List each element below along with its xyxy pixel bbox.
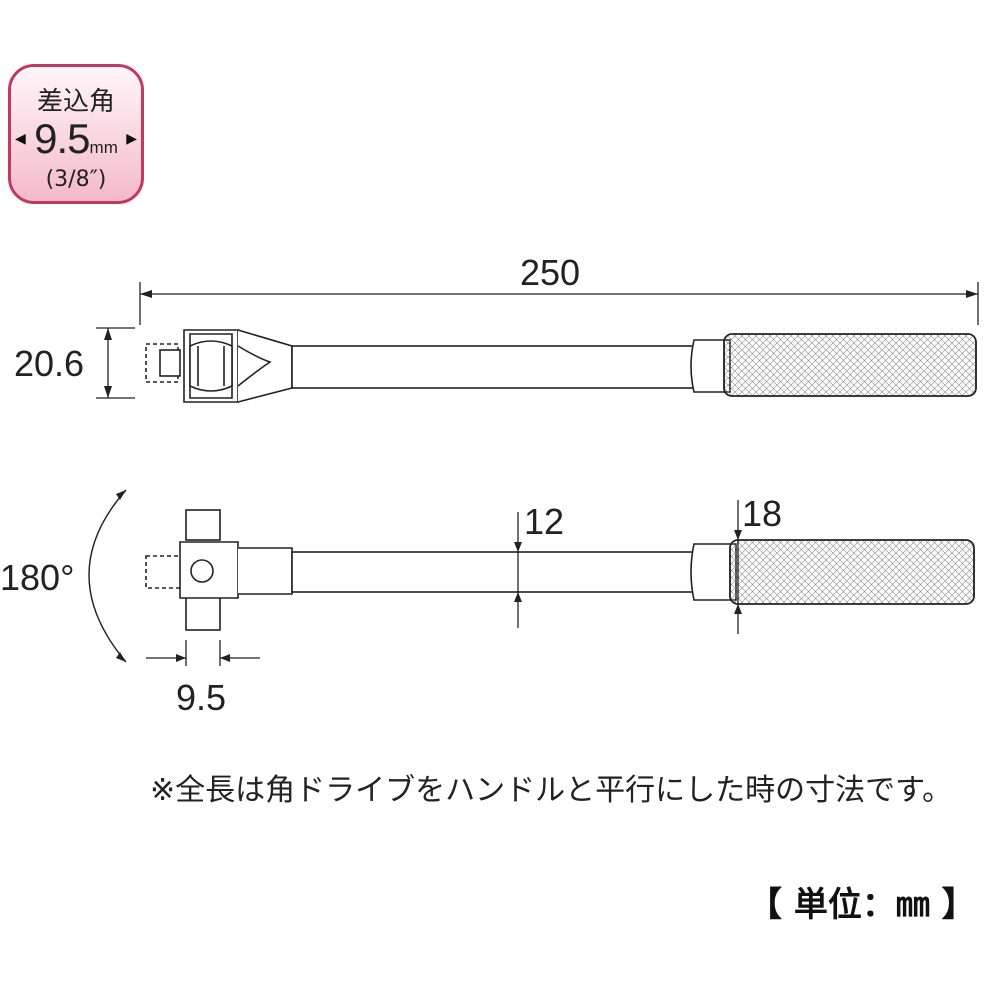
- left-arrow-icon: ◀: [15, 131, 26, 147]
- badge-title: 差込角: [36, 87, 115, 117]
- drive-size-badge: 差込角 ◀ 9.5mm ▶ (3/8″): [8, 64, 144, 204]
- badge-value-unit: mm: [89, 138, 118, 157]
- badge-value: 9.5mm: [11, 115, 141, 163]
- head-height-label: 20.6: [14, 343, 85, 384]
- drive-width-label: 9.5: [176, 677, 227, 718]
- height-dimension-line: [96, 327, 135, 399]
- wrench-top-view: [145, 329, 977, 403]
- wrench-side-view: [145, 509, 975, 631]
- grip-diameter-label: 18: [742, 493, 783, 534]
- badge-value-number: 9.5: [34, 115, 90, 162]
- unit-label: 【 単位：㎜ 】: [748, 885, 976, 925]
- shaft-diameter-label: 12: [524, 501, 565, 542]
- drive-dimension-line: [146, 640, 260, 666]
- right-arrow-icon: ▶: [126, 131, 137, 147]
- rotation-arc: [88, 489, 127, 663]
- length-dimension-line: [139, 282, 979, 325]
- overall-length-label: 250: [520, 252, 581, 293]
- swivel-angle-label: 180°: [0, 557, 75, 598]
- badge-inch-size: (3/8″): [45, 167, 107, 192]
- dimension-note: ※全長は角ドライブをハンドルと平行にした時の寸法です。: [150, 773, 953, 808]
